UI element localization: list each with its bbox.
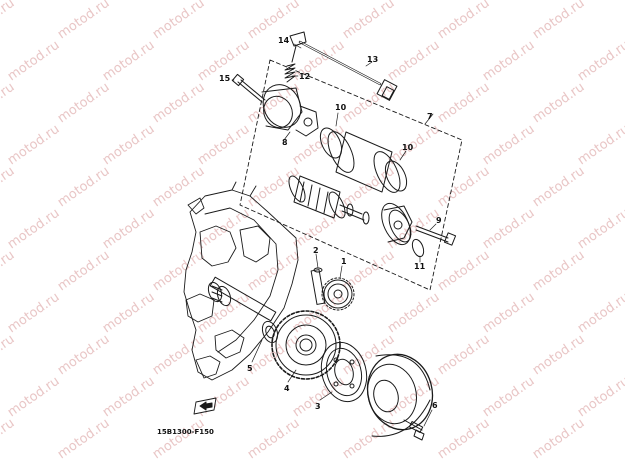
terminal-14 <box>289 31 307 63</box>
front-arrow-icon <box>193 397 217 415</box>
callout-8: 8 <box>282 138 288 147</box>
bolt-6 <box>403 419 425 441</box>
crankcase-housing <box>183 181 299 381</box>
leader-lines <box>231 43 437 427</box>
callout-6: 6 <box>432 401 438 410</box>
shaft <box>207 276 277 322</box>
o-rings-10 <box>319 127 408 192</box>
leader-line-7 <box>424 113 434 125</box>
starter-gear-4 <box>271 310 341 380</box>
o-ring-11 <box>411 238 425 258</box>
callout-15: 15 <box>219 74 231 83</box>
callout-1: 1 <box>341 257 347 266</box>
callout-5: 5 <box>247 364 253 373</box>
callout-13: 13 <box>367 55 379 64</box>
spring-12 <box>284 63 296 83</box>
callout-10a: 10 <box>335 103 347 112</box>
figure-code: 15B1300-F150 <box>157 428 214 436</box>
callout-14: 14 <box>278 36 290 45</box>
callout-10b: 10 <box>402 143 414 152</box>
callout-7: 7 <box>427 112 433 121</box>
bolt-9 <box>415 225 457 246</box>
callout-4: 4 <box>284 384 290 393</box>
rear-cover-8 <box>261 84 319 137</box>
bolt-15 <box>231 73 266 103</box>
callout-2: 2 <box>313 246 319 255</box>
idle-gear-1 <box>321 277 355 311</box>
cable-13 <box>298 40 398 101</box>
starter-motor-body <box>327 131 401 193</box>
callout-12: 12 <box>299 72 311 81</box>
callout-11: 11 <box>414 262 426 271</box>
front-cover <box>381 202 413 246</box>
flywheel-rotor <box>366 353 434 437</box>
starter-clutch-3 <box>320 341 368 403</box>
callout-3: 3 <box>315 402 321 411</box>
washer-5 <box>261 320 279 344</box>
assembly-outline <box>239 59 463 291</box>
armature <box>288 175 370 225</box>
callout-9: 9 <box>436 216 442 225</box>
